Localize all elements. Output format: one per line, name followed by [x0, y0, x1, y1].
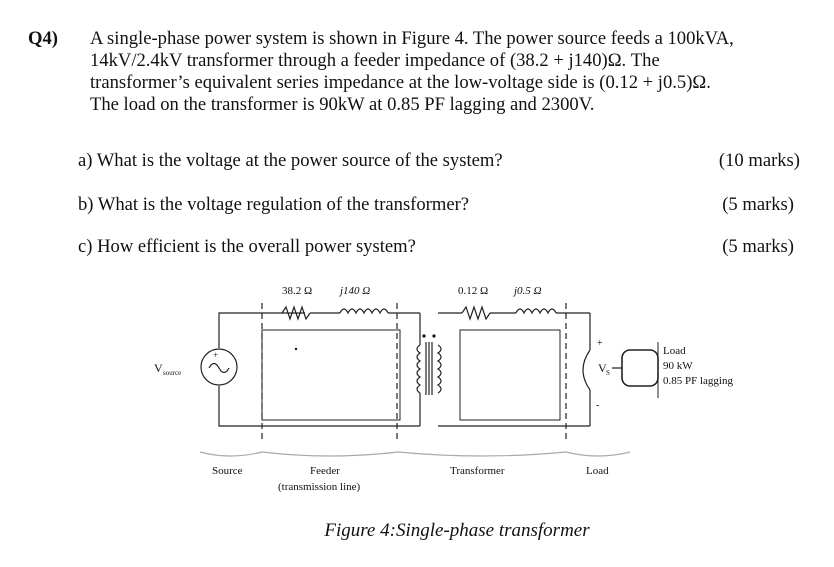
section-transformer: Transformer	[450, 465, 505, 477]
question-line-3: transformer’s equivalent series impedanc…	[90, 72, 711, 93]
question-line-4: The load on the transformer is 90kW at 0…	[90, 94, 595, 115]
ac-source-symbol	[200, 348, 238, 386]
part-b: b) What is the voltage regulation of the…	[78, 194, 470, 215]
load-power: 90 kW	[663, 360, 693, 372]
transformer-secondary	[436, 344, 442, 394]
section-feeder: Feeder	[310, 465, 340, 477]
vsource-label: V	[154, 361, 163, 375]
question-line-2: 14kV/2.4kV transformer through a feeder …	[90, 50, 660, 71]
source-top-wire	[218, 312, 305, 348]
source-bottom-wire	[218, 386, 262, 427]
load-impedance	[621, 349, 659, 387]
transformer-inductor	[515, 308, 557, 315]
xfmr-r-label: 0.12 Ω	[458, 285, 488, 297]
section-load: Load	[586, 465, 609, 477]
load-pf: 0.85 PF lagging	[663, 375, 733, 387]
vs-minus: -	[596, 400, 599, 411]
feeder-r-label: 38.2 Ω	[282, 285, 312, 297]
vs-label: V	[598, 361, 607, 375]
section-source: Source	[212, 465, 243, 477]
vs-terminal-arc	[582, 349, 591, 391]
vsource-sub: source	[163, 369, 181, 377]
vs-sub: S	[606, 369, 610, 377]
vs-plus: +	[597, 338, 603, 349]
xfmr-x-label: j0.5 Ω	[512, 285, 542, 297]
question-line-1: A single-phase power system is shown in …	[90, 28, 734, 49]
feeder-box	[261, 329, 401, 421]
load-label: Load	[663, 345, 686, 357]
part-a: a) What is the voltage at the power sour…	[78, 150, 503, 171]
feeder-resistor	[281, 305, 311, 321]
part-c-marks: (5 marks)	[722, 236, 794, 257]
transformer-primary	[416, 344, 422, 394]
part-a-marks: (10 marks)	[718, 150, 800, 171]
section-feeder-sub: (transmission line)	[278, 481, 361, 493]
source-plus: +	[213, 350, 218, 360]
figure-caption: Figure 4:Single-phase transformer	[324, 520, 590, 541]
question-number: Q4)	[28, 28, 58, 49]
part-c: c) How efficient is the overall power sy…	[78, 236, 416, 257]
feeder-x-label: j140 Ω	[338, 285, 370, 297]
transformer-box	[459, 329, 561, 421]
transformer-resistor	[461, 305, 491, 321]
part-b-marks: (5 marks)	[722, 194, 794, 215]
feeder-inductor	[339, 308, 389, 315]
